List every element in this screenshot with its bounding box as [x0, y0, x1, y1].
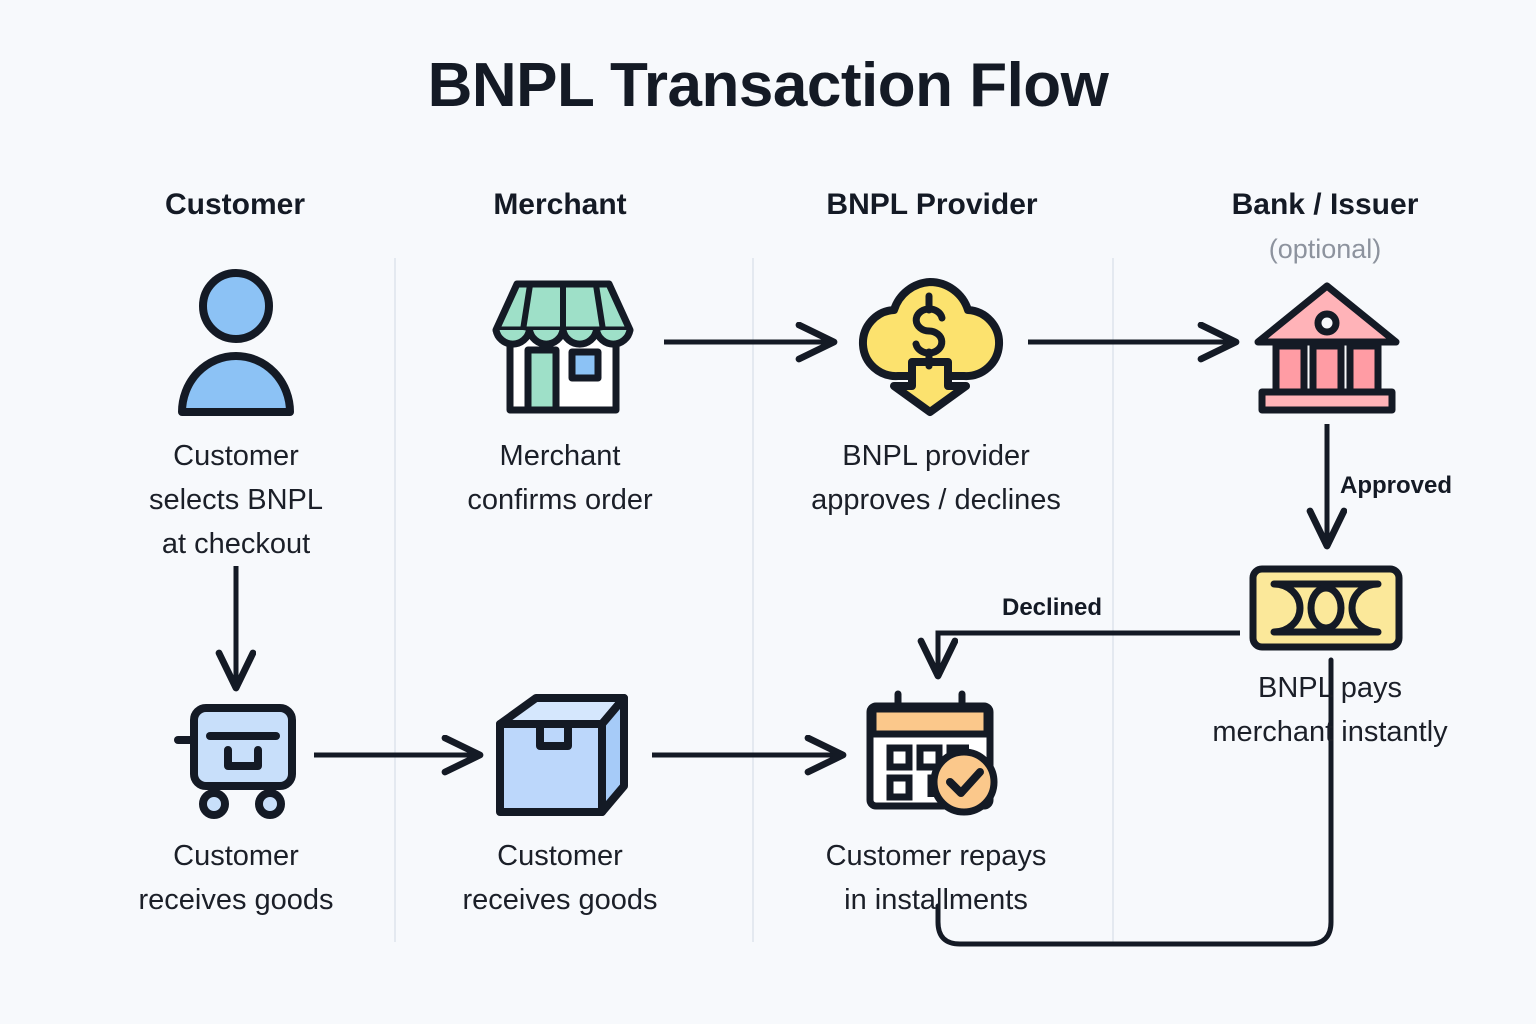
caption-package-delivery: Customer receives goods — [462, 840, 658, 916]
shopping-cart-icon — [174, 704, 296, 819]
edge-declined-to-calendar — [938, 630, 1240, 678]
caption-bnpl-decision: BNPL provider approves / declines — [811, 440, 1061, 516]
caption-merchant-confirms: Merchant confirms order — [467, 440, 653, 516]
edge-label-approved: Approved — [1340, 472, 1453, 499]
edge-label-declined: Declined — [1002, 594, 1103, 621]
caption-customer-cart: Customer receives goods — [138, 840, 334, 916]
banknote-icon — [1249, 565, 1403, 651]
caption-customer-selects: Customer selects BNPL at checkout — [148, 440, 324, 560]
lane-divider-1 — [394, 258, 396, 942]
caption-bnpl-pays-merchant: BNPL pays merchant instantly — [1212, 672, 1448, 748]
person-icon — [178, 269, 294, 416]
package-box-icon — [496, 694, 628, 816]
storefront-icon — [492, 280, 634, 414]
bank-building-icon — [1254, 282, 1400, 414]
column-header-bank-issuer: Bank / Issuer — [1231, 188, 1419, 221]
page-title: BNPL Transaction Flow — [427, 51, 1109, 120]
column-header-bnpl-provider: BNPL Provider — [826, 188, 1038, 221]
edge-banknote-return-loop — [935, 657, 1334, 947]
cloud-dollar-download-icon — [859, 278, 1003, 416]
column-subtitle-bank-issuer: (optional) — [1268, 234, 1382, 264]
column-header-customer: Customer — [164, 188, 306, 221]
column-header-merchant: Merchant — [493, 188, 627, 221]
lane-divider-2 — [752, 258, 754, 942]
calendar-check-icon — [866, 690, 998, 816]
lane-divider-3 — [1112, 258, 1114, 942]
caption-repayment-schedule: Customer repays in installments — [825, 840, 1047, 916]
